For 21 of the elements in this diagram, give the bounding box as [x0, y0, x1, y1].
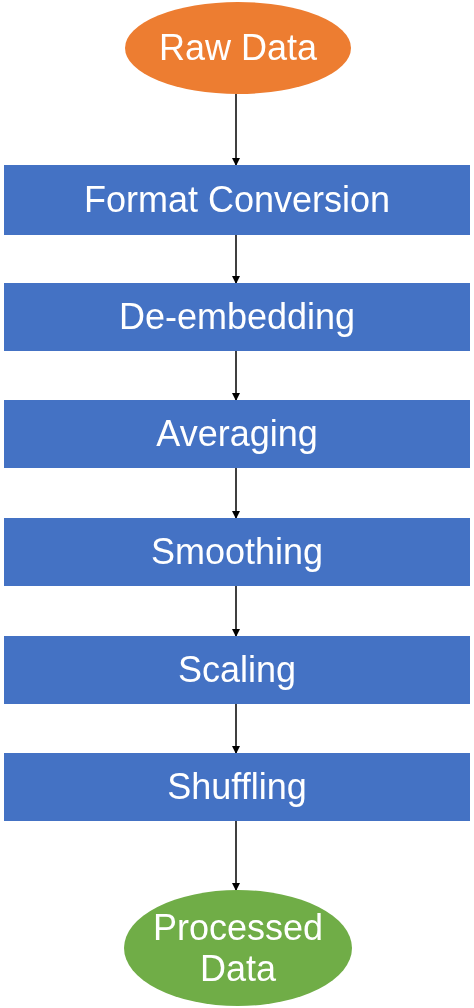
arrow [232, 703, 240, 754]
node-label: Processed Data [151, 906, 325, 990]
node-label: Scaling [176, 649, 298, 691]
process-box [4, 753, 470, 821]
process-box [4, 636, 470, 704]
node-label: Smoothing [149, 531, 325, 573]
node-label: Shuffling [166, 766, 308, 808]
arrow [232, 820, 240, 891]
arrow [232, 467, 240, 519]
arrow [232, 350, 240, 401]
process-box [4, 400, 470, 468]
node-label: Format Conversion [82, 179, 392, 221]
node-label: Averaging [155, 413, 319, 455]
arrow [232, 93, 240, 166]
process-box [4, 283, 470, 351]
node-label: Raw Data [157, 27, 319, 69]
node-label: De-embedding [117, 296, 357, 338]
process-box [4, 518, 470, 586]
arrow [232, 585, 240, 637]
arrow [232, 234, 240, 284]
process-box [4, 165, 470, 235]
